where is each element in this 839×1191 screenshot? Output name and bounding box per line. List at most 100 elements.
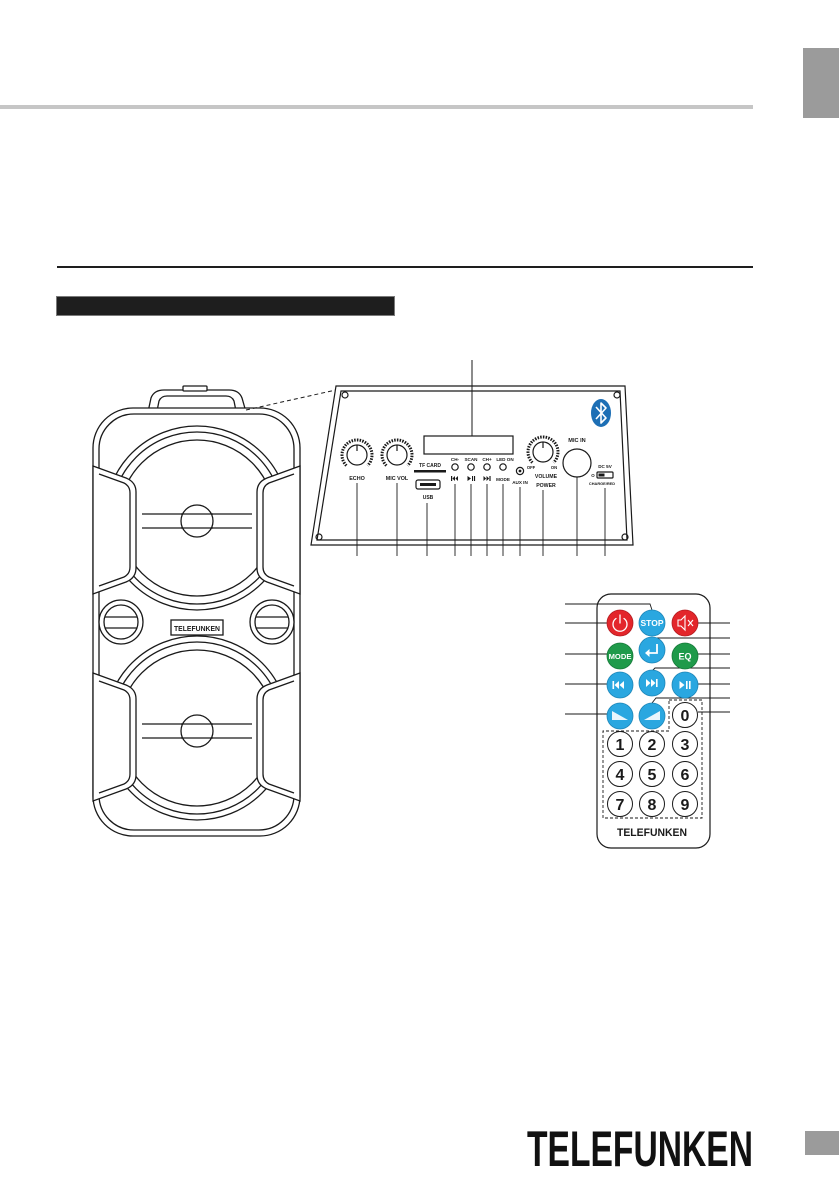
- power-icon: [612, 614, 628, 632]
- digit-label: 6: [681, 767, 690, 784]
- volume-up-button: [638, 702, 666, 730]
- ch-plus-button: [483, 463, 491, 471]
- mute-button: [671, 609, 699, 637]
- section-divider: [57, 266, 753, 268]
- grip-left-bottom: [92, 672, 137, 802]
- next-track-icon: [483, 476, 491, 481]
- next-track-icon: [646, 679, 658, 687]
- remote-control: STOP MODE EQ: [565, 593, 730, 849]
- grip-right-bottom: [256, 672, 301, 802]
- screw: [341, 391, 349, 399]
- digit-button-3: 3: [672, 731, 698, 757]
- label-scan: SCAN: [464, 457, 478, 462]
- screw: [621, 533, 629, 541]
- digit-label: 1: [616, 737, 625, 754]
- language-tab: [803, 48, 839, 118]
- digit-label: 0: [681, 708, 690, 725]
- label-led-on: LED ON: [496, 457, 514, 462]
- digit-label: 5: [648, 767, 657, 784]
- grip-left-top: [92, 465, 137, 595]
- digit-label: 3: [681, 737, 690, 754]
- label-ch-minus: CH-: [451, 457, 460, 462]
- echo-knob: [340, 438, 374, 467]
- digit-button-0: 0: [672, 702, 698, 728]
- control-panel: [310, 360, 634, 556]
- next-button: [638, 669, 666, 697]
- label-switch-o: O: [591, 473, 595, 478]
- mic-vol-knob: [380, 438, 414, 467]
- speaker-illustration: [92, 385, 301, 837]
- return-icon: [645, 644, 658, 657]
- dc-5v-switch: [596, 471, 614, 479]
- return-button: [638, 636, 666, 664]
- play-pause-button: [671, 671, 699, 699]
- speaker-side-grips: [92, 465, 301, 802]
- page-number-box: [805, 1131, 839, 1155]
- grip-right-top: [256, 465, 301, 595]
- mute-icon: [677, 614, 694, 632]
- speaker-badge-text: TELEFUNKEN: [174, 626, 220, 633]
- digit-button-7: 7: [607, 791, 633, 817]
- label-aux-in: AUX IN: [512, 480, 528, 485]
- numeric-keypad-outline: [602, 699, 703, 819]
- speaker-handle: [147, 385, 247, 413]
- panel-outline-inner: [316, 390, 628, 541]
- digit-label: 2: [648, 737, 657, 754]
- label-off: OFF: [527, 465, 536, 470]
- mode-button-label: MODE: [609, 652, 632, 661]
- speaker-badge: [170, 619, 224, 636]
- screw: [613, 391, 621, 399]
- label-ch-plus: CH+: [482, 457, 492, 462]
- header-rule: [0, 105, 753, 109]
- digit-label: 8: [648, 797, 657, 814]
- digit-label: 7: [616, 797, 625, 814]
- prev-track-icon: [612, 681, 624, 689]
- play-pause-icon: [679, 681, 691, 689]
- label-dc-5v: DC 5V: [598, 464, 612, 469]
- tf-card-slot: [414, 470, 446, 473]
- digit-button-5: 5: [639, 761, 665, 787]
- brand-logo: TELEFUNKEN: [527, 1121, 753, 1177]
- ch-minus-button: [451, 463, 459, 471]
- prev-button: [606, 671, 634, 699]
- label-mode: MODE: [496, 477, 510, 482]
- bluetooth-icon: [591, 399, 611, 427]
- panel-leader-lines: [356, 477, 606, 556]
- digit-button-1: 1: [607, 731, 633, 757]
- power-button: [606, 609, 634, 637]
- mode-button: MODE: [606, 642, 634, 670]
- stop-button-label: STOP: [641, 618, 664, 628]
- eq-button: EQ: [671, 642, 699, 670]
- bass-port-right: [249, 599, 295, 645]
- panel-outline-outer: [310, 385, 634, 546]
- stop-button: STOP: [638, 609, 666, 637]
- label-usb: USB: [423, 495, 434, 501]
- digit-button-8: 8: [639, 791, 665, 817]
- led-mode-button: [499, 463, 507, 471]
- led-display: [423, 435, 514, 455]
- label-volume: VOLUME: [535, 474, 558, 480]
- volume-up-icon: [644, 711, 660, 720]
- remote-brand: TELEFUNKEN: [617, 827, 687, 839]
- label-mic-in: MIC IN: [568, 438, 585, 444]
- digit-label: 4: [616, 767, 625, 784]
- prev-track-icon: [451, 476, 458, 481]
- label-on: ON: [551, 465, 557, 470]
- volume-power-knob: [526, 435, 560, 464]
- digit-button-2: 2: [639, 731, 665, 757]
- usb-port: [415, 479, 441, 490]
- panel-labels: ECHO MIC VOL TF CARD USB CH- SCAN CH+ LE…: [349, 438, 615, 501]
- label-mic-vol: MIC VOL: [386, 476, 409, 482]
- label-echo: ECHO: [349, 476, 365, 482]
- section-heading-bar: [56, 296, 395, 316]
- upper-woofer: [104, 425, 290, 611]
- digit-button-4: 4: [607, 761, 633, 787]
- digit-button-9: 9: [672, 791, 698, 817]
- scan-button: [467, 463, 475, 471]
- bass-port-left: [98, 599, 144, 645]
- digit-label: 9: [681, 797, 690, 814]
- label-power: POWER: [536, 483, 556, 489]
- digit-button-6: 6: [672, 761, 698, 787]
- label-charge: CHARGE/RED: [589, 481, 615, 486]
